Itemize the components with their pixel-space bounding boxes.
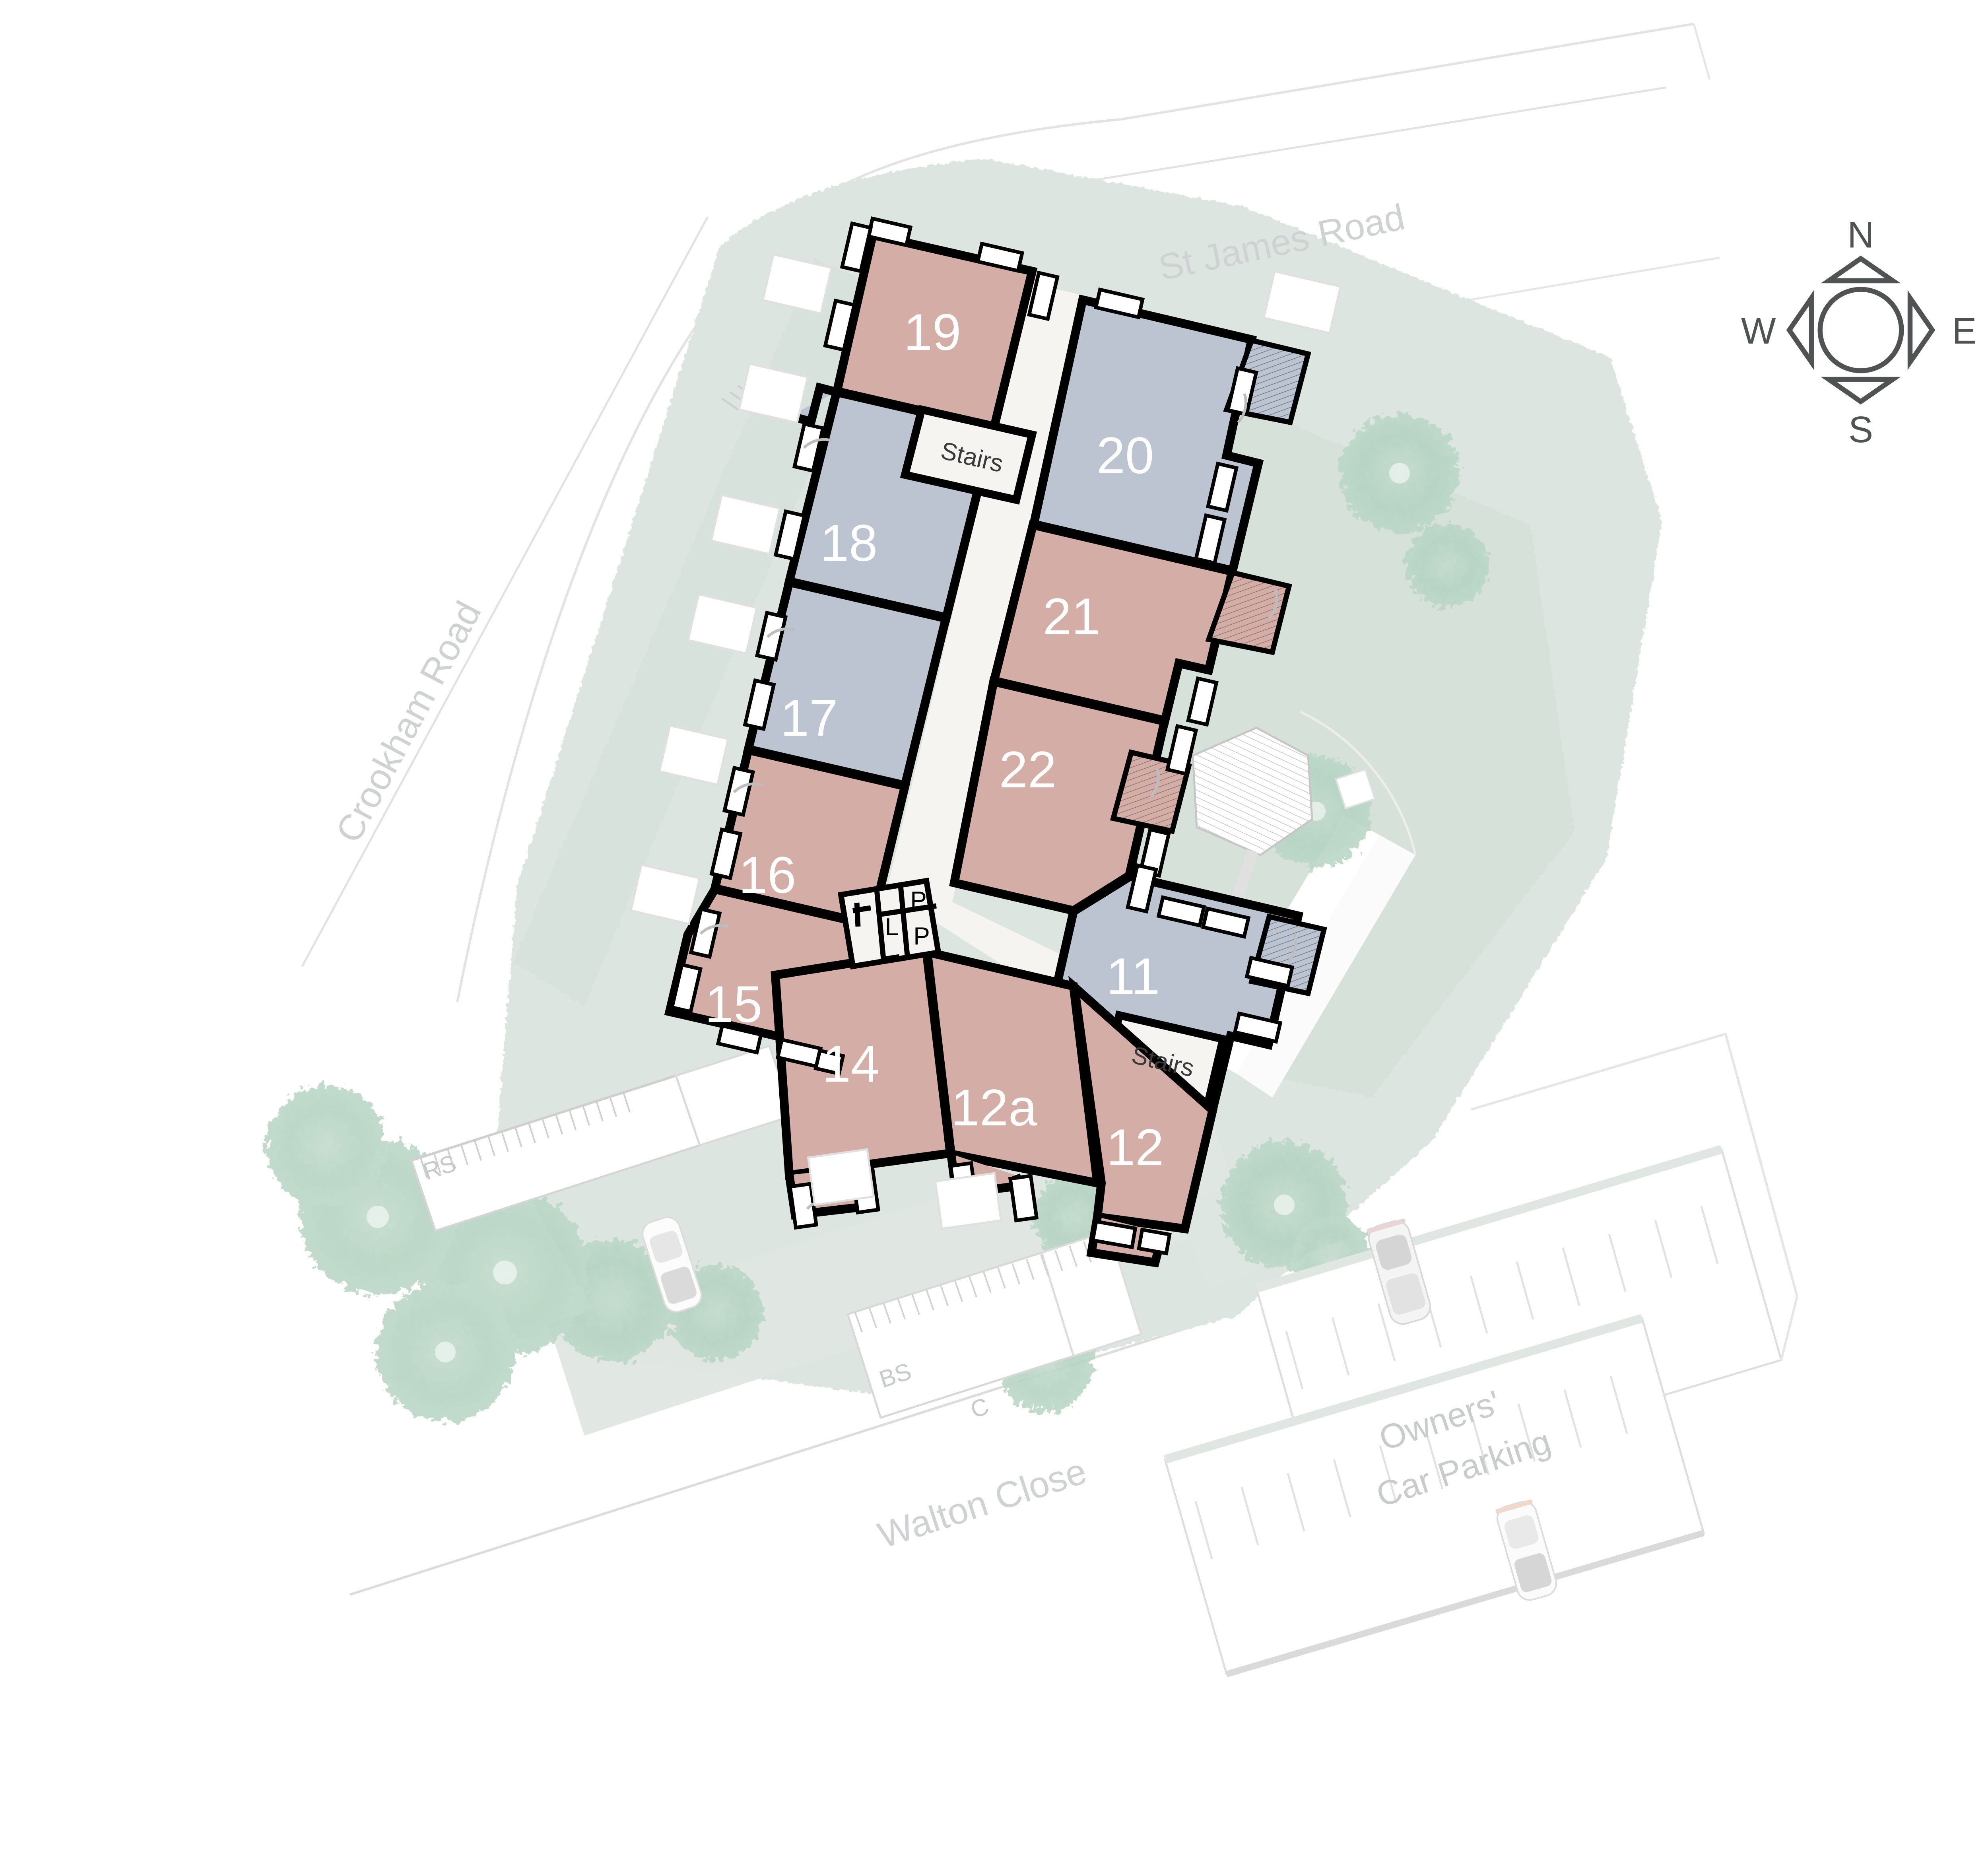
apartment-number-20: 20: [1097, 426, 1154, 484]
car-park: [642, 1032, 1799, 1677]
balcony-apartment-21: [1205, 569, 1292, 655]
apartment-number-16: 16: [739, 846, 796, 904]
lift-core-label: L: [885, 913, 899, 941]
apartment-number-18: 18: [820, 514, 878, 572]
apartment-number-14: 14: [822, 1035, 880, 1093]
compass-label-north: N: [1847, 214, 1874, 255]
window-markers: [670, 216, 1295, 1255]
plant-room-upper-label: P: [910, 887, 926, 914]
parked-car-2: [1495, 1499, 1557, 1601]
stairs-north-box: [900, 405, 1037, 505]
plant-room-lower-label: P: [913, 923, 930, 950]
entrance-stoops: [629, 253, 1342, 1230]
refuse-store-block: [410, 1044, 795, 1232]
parked-car-3: [642, 1216, 702, 1313]
apartment-number-12: 12: [1107, 1118, 1164, 1176]
apartment-number-21: 21: [1043, 587, 1101, 645]
compass-label-south: S: [1848, 409, 1873, 450]
compass-rose: N S E W: [1738, 207, 1984, 453]
apartment-number-22: 22: [999, 740, 1057, 799]
lift-plant-core: [837, 877, 942, 970]
apartment-number-11: 11: [1107, 947, 1160, 1005]
compass-label-west: W: [1741, 310, 1776, 352]
apartment-number-17: 17: [780, 689, 838, 747]
parked-car-1: [1367, 1218, 1431, 1325]
apartment-number-15: 15: [705, 975, 763, 1033]
building-block: [629, 216, 1342, 1268]
compass-label-east: E: [1952, 310, 1976, 352]
apartment-number-12a: 12a: [951, 1078, 1038, 1137]
apartment-number-19: 19: [904, 303, 961, 361]
